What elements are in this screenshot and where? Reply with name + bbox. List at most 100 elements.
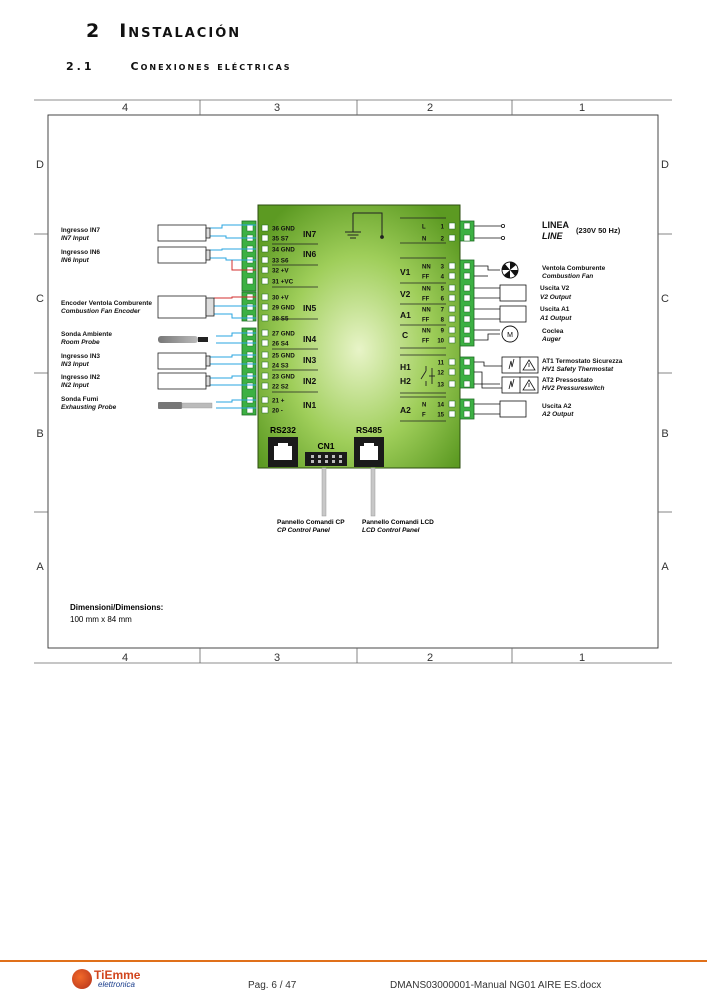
terminal-pad-left	[261, 266, 269, 274]
terminal-screw-right[interactable]	[463, 410, 471, 418]
output-label-v2: V2	[400, 289, 411, 299]
terminal-signal-right: L	[422, 225, 426, 231]
device-label-room-probe: Sonda Ambiente	[61, 331, 112, 338]
rs232-port[interactable]: RS232	[268, 425, 298, 467]
terminal-pad-left	[261, 293, 269, 301]
terminal-pad-left	[261, 339, 269, 347]
document-filename: DMANS03000001-Manual NG01 AIRE ES.docx	[390, 980, 602, 991]
terminal-signal-right: NN	[422, 287, 431, 293]
auger-label: Coclea	[542, 328, 564, 335]
terminal-pad-left	[261, 277, 269, 285]
terminal-screw-right[interactable]	[463, 400, 471, 408]
terminal-signal-right: FF	[422, 318, 430, 324]
terminal-pad-left	[261, 351, 269, 359]
terminal-pad-left	[261, 372, 269, 380]
terminal-pad-right	[448, 410, 456, 418]
terminal-signal-right: NN	[422, 265, 431, 271]
terminal-number-right: 5	[441, 287, 445, 293]
col-label-bottom-4: 1	[579, 652, 585, 664]
terminal-signal-right: NN	[422, 308, 431, 314]
terminal-screw-right[interactable]	[463, 222, 471, 230]
output-label-a2: A2	[400, 405, 411, 415]
terminal-screw-left[interactable]	[246, 224, 254, 232]
terminal-screw-left[interactable]	[246, 277, 254, 285]
terminal-label-left: 24 S3	[272, 363, 289, 370]
at2-label: AT2 Pressostato	[542, 377, 593, 384]
terminal-screw-left[interactable]	[246, 382, 254, 390]
company-logo: TiEmme elettronica	[72, 968, 162, 992]
terminal-screw-right[interactable]	[463, 305, 471, 313]
device-in3	[157, 352, 207, 370]
terminal-screw-right[interactable]	[463, 315, 471, 323]
device-label-in3: Ingresso IN3	[61, 353, 100, 360]
terminal-number-right: 1	[441, 225, 445, 231]
cn1-pin	[332, 455, 335, 458]
terminal-screw-right[interactable]	[463, 336, 471, 344]
terminal-number-right: 2	[441, 237, 445, 243]
a1-output-label: Uscita A1	[540, 306, 570, 313]
device-v2-output	[499, 284, 527, 302]
terminal-screw-right[interactable]	[463, 294, 471, 302]
cn1-pin	[325, 455, 328, 458]
auger-sublabel: Auger	[541, 336, 561, 343]
terminal-pad-right	[448, 272, 456, 280]
terminal-number-right: 6	[441, 297, 445, 303]
row-label-left-c: C	[36, 293, 44, 305]
a2-output-label: Uscita A2	[542, 403, 572, 410]
cp-panel-sublabel: CP Control Panel	[277, 527, 330, 534]
terminal-screw-left[interactable]	[246, 303, 254, 311]
cn1-label: CN1	[317, 441, 334, 451]
rs485-label: RS485	[356, 425, 382, 435]
cn1-pin	[318, 455, 321, 458]
dimensions-value: 100 mm x 84 mm	[70, 615, 132, 624]
terminal-screw-right[interactable]	[463, 380, 471, 388]
frame-inner-border	[47, 114, 659, 649]
terminal-pad-left	[261, 396, 269, 404]
rs485-port[interactable]: RS485	[354, 425, 384, 467]
terminal-number-right: 11	[438, 361, 445, 367]
lcd-cable	[370, 467, 376, 517]
rs232-label: RS232	[270, 425, 296, 435]
terminal-pad-left	[261, 245, 269, 253]
device-label-in6: Ingresso IN6	[61, 249, 100, 256]
terminal-screw-right[interactable]	[463, 262, 471, 270]
terminal-screw-right[interactable]	[463, 368, 471, 376]
output-label-v1: V1	[400, 267, 411, 277]
input-label-in6: IN6	[303, 249, 317, 259]
terminal-label-left: 22 S2	[272, 384, 289, 391]
fan-sublabel: Combustion Fan	[542, 273, 593, 280]
terminal-number-right: 8	[441, 318, 445, 324]
room-probe-icon	[158, 336, 198, 343]
terminal-screw-left[interactable]	[246, 361, 254, 369]
safety-thermostat-icon	[501, 356, 539, 374]
cp-panel-label: Pannello Comandi CP	[277, 519, 345, 526]
motor-icon: M	[501, 325, 519, 343]
linea-spec: (230V 50 Hz)	[576, 226, 621, 235]
terminal-number-right: 13	[437, 383, 444, 389]
terminal-screw-left[interactable]	[246, 406, 254, 414]
terminal-signal-right: N	[422, 403, 426, 409]
lcd-panel-label: Pannello Comandi LCD	[362, 519, 434, 526]
terminal-screw-right[interactable]	[463, 326, 471, 334]
terminal-pad-right	[448, 336, 456, 344]
terminal-screw-right[interactable]	[463, 358, 471, 366]
v2-output-sublabel: V2 Output	[540, 294, 572, 301]
terminal-screw-right[interactable]	[463, 284, 471, 292]
terminal-pad-left	[261, 224, 269, 232]
terminal-pad-right	[448, 222, 456, 230]
terminal-label-left: 20 -	[272, 408, 283, 415]
device-sublabel-in6: IN6 Input	[61, 257, 90, 264]
subsection-title: Conexiones eléctricas	[130, 60, 292, 73]
terminal-signal-right: FF	[422, 297, 430, 303]
cn1-connector[interactable]: CN1	[305, 441, 347, 466]
terminal-screw-right[interactable]	[463, 272, 471, 280]
device-label-exhaust-probe: Sonda Fumi	[61, 396, 98, 403]
row-label-left-d: D	[36, 159, 44, 171]
device-sublabel-in3: IN3 Input	[61, 361, 90, 368]
cn1-pin	[332, 460, 335, 463]
terminal-screw-right[interactable]	[463, 234, 471, 242]
terminal-pad-left	[261, 314, 269, 322]
terminal-label-left: 34 GND	[272, 247, 295, 254]
terminal-signal-right: NN	[422, 329, 431, 335]
terminal-pad-right	[448, 262, 456, 270]
